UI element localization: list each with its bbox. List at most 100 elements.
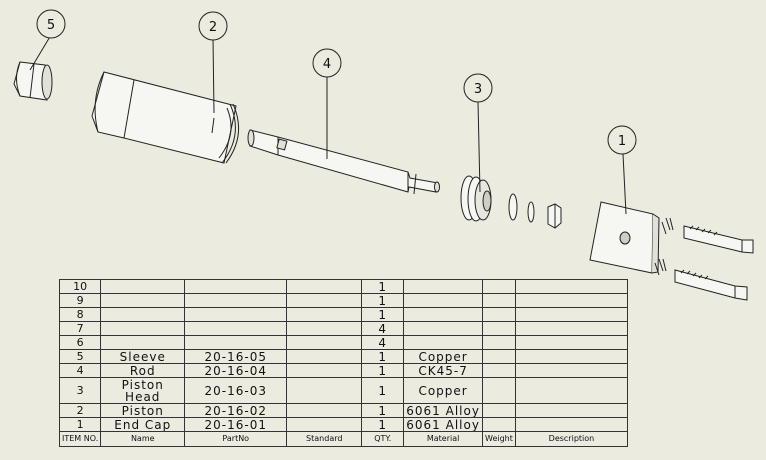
balloon-5-label: 5 [47, 18, 55, 33]
balloon-2[interactable]: 2 [198, 11, 228, 41]
cell-material [403, 307, 483, 322]
cell-name: Rod [100, 363, 186, 378]
cell-qty: 1 [361, 279, 405, 294]
balloon-1[interactable]: 1 [607, 125, 637, 155]
cell-name: End Cap [100, 417, 186, 432]
cell-partno: 20-16-01 [184, 417, 288, 432]
cell-partno [184, 335, 288, 350]
cell-description [514, 307, 628, 322]
cell-qty: 1 [361, 349, 405, 364]
cell-weight [481, 349, 516, 364]
cell-material [403, 321, 483, 336]
part-rod[interactable] [247, 129, 440, 195]
col-name: Name [100, 431, 186, 447]
cell-material: 6061 Alloy [403, 403, 483, 418]
cell-name [100, 321, 186, 336]
cell-partno: 20-16-02 [184, 403, 288, 418]
cell-item: 8 [58, 307, 102, 322]
cell-weight [481, 321, 516, 336]
cell-description [514, 363, 628, 378]
cell-item: 4 [58, 363, 102, 378]
cell-item: 6 [58, 335, 102, 350]
cell-material: CK45-7 [403, 363, 483, 378]
part-end-cap[interactable] [589, 201, 660, 274]
part-sleeve[interactable] [13, 61, 53, 101]
cell-weight [481, 417, 516, 432]
cell-name: Piston Head [100, 377, 186, 404]
cell-weight [481, 279, 516, 294]
part-piston[interactable] [91, 71, 240, 164]
cell-standard [286, 377, 363, 404]
balloon-4-label: 4 [323, 57, 331, 72]
cell-qty: 4 [361, 335, 405, 350]
cell-weight [481, 377, 516, 404]
cell-name [100, 335, 186, 350]
cell-qty: 1 [361, 403, 405, 418]
cell-description [514, 293, 628, 308]
cell-description [514, 349, 628, 364]
cell-standard [286, 403, 363, 418]
cell-item: 2 [58, 403, 102, 418]
cell-material: 6061 Alloy [403, 417, 483, 432]
part-screws[interactable] [654, 217, 754, 301]
cell-partno [184, 279, 288, 294]
cell-standard [286, 307, 363, 322]
cell-description [514, 335, 628, 350]
cell-description [514, 377, 628, 404]
balloon-3[interactable]: 3 [463, 73, 493, 103]
cell-partno [184, 321, 288, 336]
cell-standard [286, 363, 363, 378]
cell-description [514, 403, 628, 418]
balloon-3-label: 3 [474, 82, 482, 97]
cell-standard [286, 335, 363, 350]
balloon-2-label: 2 [209, 20, 217, 35]
cell-partno: 20-16-04 [184, 363, 288, 378]
balloon-5[interactable]: 5 [36, 9, 66, 39]
col-item-no: ITEM NO. [58, 431, 102, 447]
cell-weight [481, 335, 516, 350]
col-material: Material [403, 431, 483, 447]
cell-material [403, 279, 483, 294]
cell-name [100, 279, 186, 294]
cell-name [100, 293, 186, 308]
cell-qty: 1 [361, 307, 405, 322]
cell-name: Sleeve [100, 349, 186, 364]
cell-standard [286, 349, 363, 364]
cell-partno: 20-16-03 [184, 377, 288, 404]
cell-item: 5 [58, 349, 102, 364]
cell-qty: 1 [361, 363, 405, 378]
cell-name: Piston [100, 403, 186, 418]
cell-weight [481, 293, 516, 308]
cell-description [514, 279, 628, 294]
cell-material: Copper [403, 377, 483, 404]
part-piston-head[interactable] [460, 175, 562, 229]
cell-item: 7 [58, 321, 102, 336]
cell-item: 1 [58, 417, 102, 432]
cell-standard [286, 417, 363, 432]
balloon-1-label: 1 [618, 134, 626, 149]
col-standard: Standard [286, 431, 363, 447]
cell-qty: 1 [361, 377, 405, 404]
cell-standard [286, 293, 363, 308]
cell-standard [286, 279, 363, 294]
cell-material: Copper [403, 349, 483, 364]
balloon-4[interactable]: 4 [312, 48, 342, 78]
cell-material [403, 293, 483, 308]
cell-qty: 4 [361, 321, 405, 336]
cell-qty: 1 [361, 417, 405, 432]
cell-partno [184, 307, 288, 322]
cell-item: 9 [58, 293, 102, 308]
cell-weight [481, 363, 516, 378]
col-qty: QTY. [361, 431, 405, 447]
